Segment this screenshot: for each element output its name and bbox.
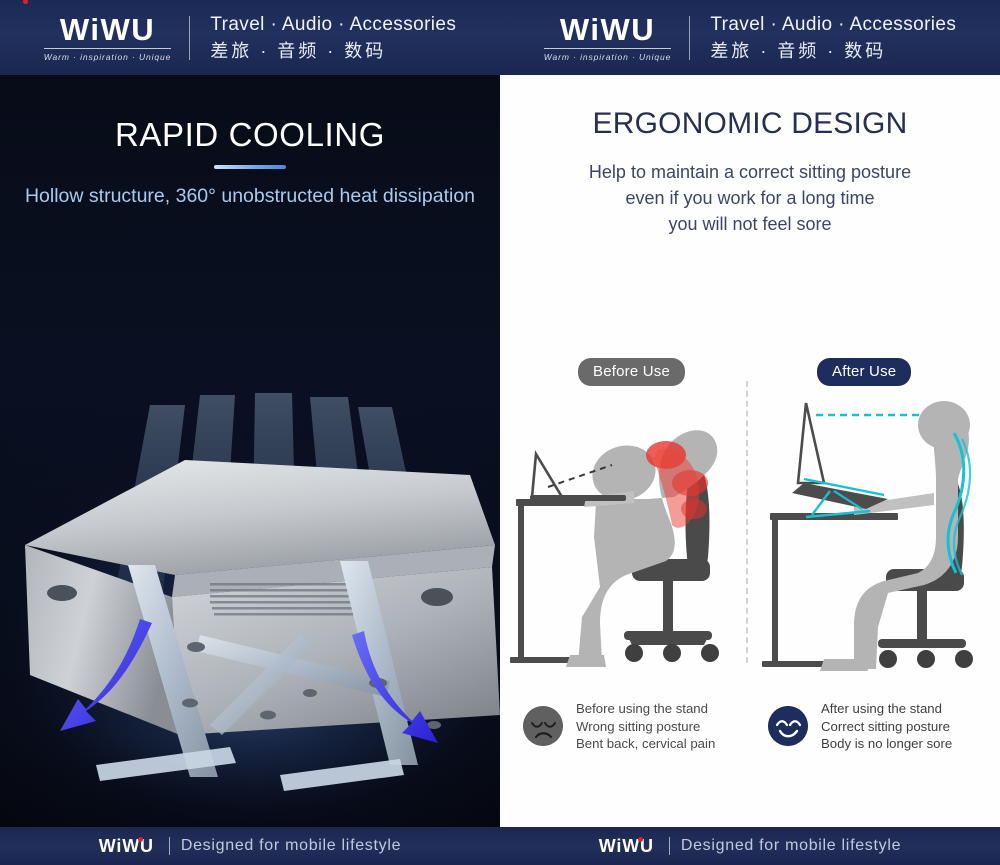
title-underline: [214, 165, 286, 169]
ergonomic-subtitle-line: you will not feel sore: [668, 214, 832, 234]
posture-highlight: [946, 432, 972, 576]
pain-highlight: [646, 441, 708, 528]
ergonomic-subtitle-line: Help to maintain a correct sitting postu…: [588, 162, 912, 182]
main-content: RAPID COOLING Hollow structure, 360° uno…: [0, 75, 1000, 827]
caption-line: Wrong sitting posture: [576, 718, 701, 734]
header-categories-cn: 差旅 · 音频 · 数码: [210, 40, 387, 61]
comparison-divider: [746, 381, 748, 663]
ergonomic-subtitle: Help to maintain a correct sitting postu…: [500, 159, 1000, 237]
footer-slogan: Designed for mobile lifestyle: [680, 837, 902, 854]
after-use-caption-text: After using the stand Correct sitting po…: [821, 700, 952, 753]
ergonomic-design-panel: ERGONOMIC DESIGN Help to maintain a corr…: [500, 75, 1000, 827]
brand-rule: [543, 47, 672, 49]
happy-face-icon: [768, 706, 808, 747]
status-badge-before-use: Before Use: [578, 358, 686, 386]
header-left: WiWU Warm · inspiration · Unique Travel …: [0, 0, 500, 75]
brand-dot-icon: [637, 836, 643, 842]
sad-face-icon: [523, 706, 563, 747]
footer-divider: [668, 837, 670, 855]
brand-rule: [43, 47, 172, 49]
header-right: WiWU Warm · inspiration · Unique Travel …: [23, 0, 1000, 75]
brand-dot-icon: [23, 0, 28, 4]
footer-brand-wordmark: WiWU: [598, 835, 654, 856]
header-category-text-right: Travel · Audio · Accessories 差旅 · 音频 · 数…: [710, 13, 956, 63]
airflow-arrow-left: [60, 619, 152, 731]
before-use-caption-text: Before using the stand Wrong sitting pos…: [576, 700, 715, 753]
header-category-text-left: Travel · Audio · Accessories 差旅 · 音频 · 数…: [210, 13, 456, 63]
ergonomic-subtitle-line: even if you work for a long time: [625, 188, 875, 208]
footer-divider: [168, 837, 170, 855]
brand-logo-right: WiWU Warm · inspiration · Unique: [23, 0, 672, 62]
caption-line: Before using the stand: [576, 701, 708, 716]
stand-highlight: [803, 477, 885, 519]
header-bar: WiWU Warm · inspiration · Unique Travel …: [0, 0, 1000, 75]
header-vertical-divider: [689, 15, 691, 60]
footer-slogan: Designed for mobile lifestyle: [180, 837, 402, 854]
airflow-arrow-right: [352, 631, 438, 743]
footer-right: WiWU Designed for mobile lifestyle: [500, 827, 1000, 865]
caption-line: After using the stand: [821, 701, 942, 716]
caption-line: Body is no longer sore: [821, 736, 953, 751]
page-title: ERGONOMIC DESIGN: [592, 107, 908, 140]
after-use-caption: After using the stand Correct sitting po…: [768, 700, 952, 753]
footer-brand-wordmark: WiWU: [98, 835, 154, 856]
footer-left: WiWU Designed for mobile lifestyle: [0, 827, 500, 865]
header-categories-en: Travel · Audio · Accessories: [210, 13, 457, 35]
rapid-cooling-subtitle: Hollow structure, 360° unobstructed heat…: [24, 185, 476, 207]
before-use-illustration: [510, 430, 719, 667]
after-use-illustration: [762, 401, 973, 671]
footer-bar: WiWU Designed for mobile lifestyle WiWU …: [0, 827, 1000, 865]
caption-line: Bent back, cervical pain: [576, 736, 716, 751]
brand-tagline: Warm · inspiration · Unique: [543, 51, 672, 62]
header-categories-cn: 差旅 · 音频 · 数码: [710, 40, 887, 61]
brand-logo-left: WiWU Warm · inspiration · Unique: [23, 0, 172, 62]
header-vertical-divider: [189, 15, 191, 60]
brand-wordmark: WiWU: [559, 11, 656, 47]
header-categories-en: Travel · Audio · Accessories: [710, 13, 957, 35]
brand-wordmark: WiWU: [59, 11, 156, 47]
rapid-cooling-panel: RAPID COOLING Hollow structure, 360° uno…: [0, 75, 500, 827]
cooling-stand-illustration: [0, 393, 500, 825]
brand-dot-icon: [137, 836, 143, 842]
caption-line: Correct sitting posture: [821, 718, 950, 734]
before-use-caption: Before using the stand Wrong sitting pos…: [523, 700, 715, 753]
status-badge-after-use: After Use: [817, 358, 912, 386]
page-title: RAPID COOLING: [114, 116, 385, 153]
brand-tagline: Warm · inspiration · Unique: [43, 51, 172, 62]
